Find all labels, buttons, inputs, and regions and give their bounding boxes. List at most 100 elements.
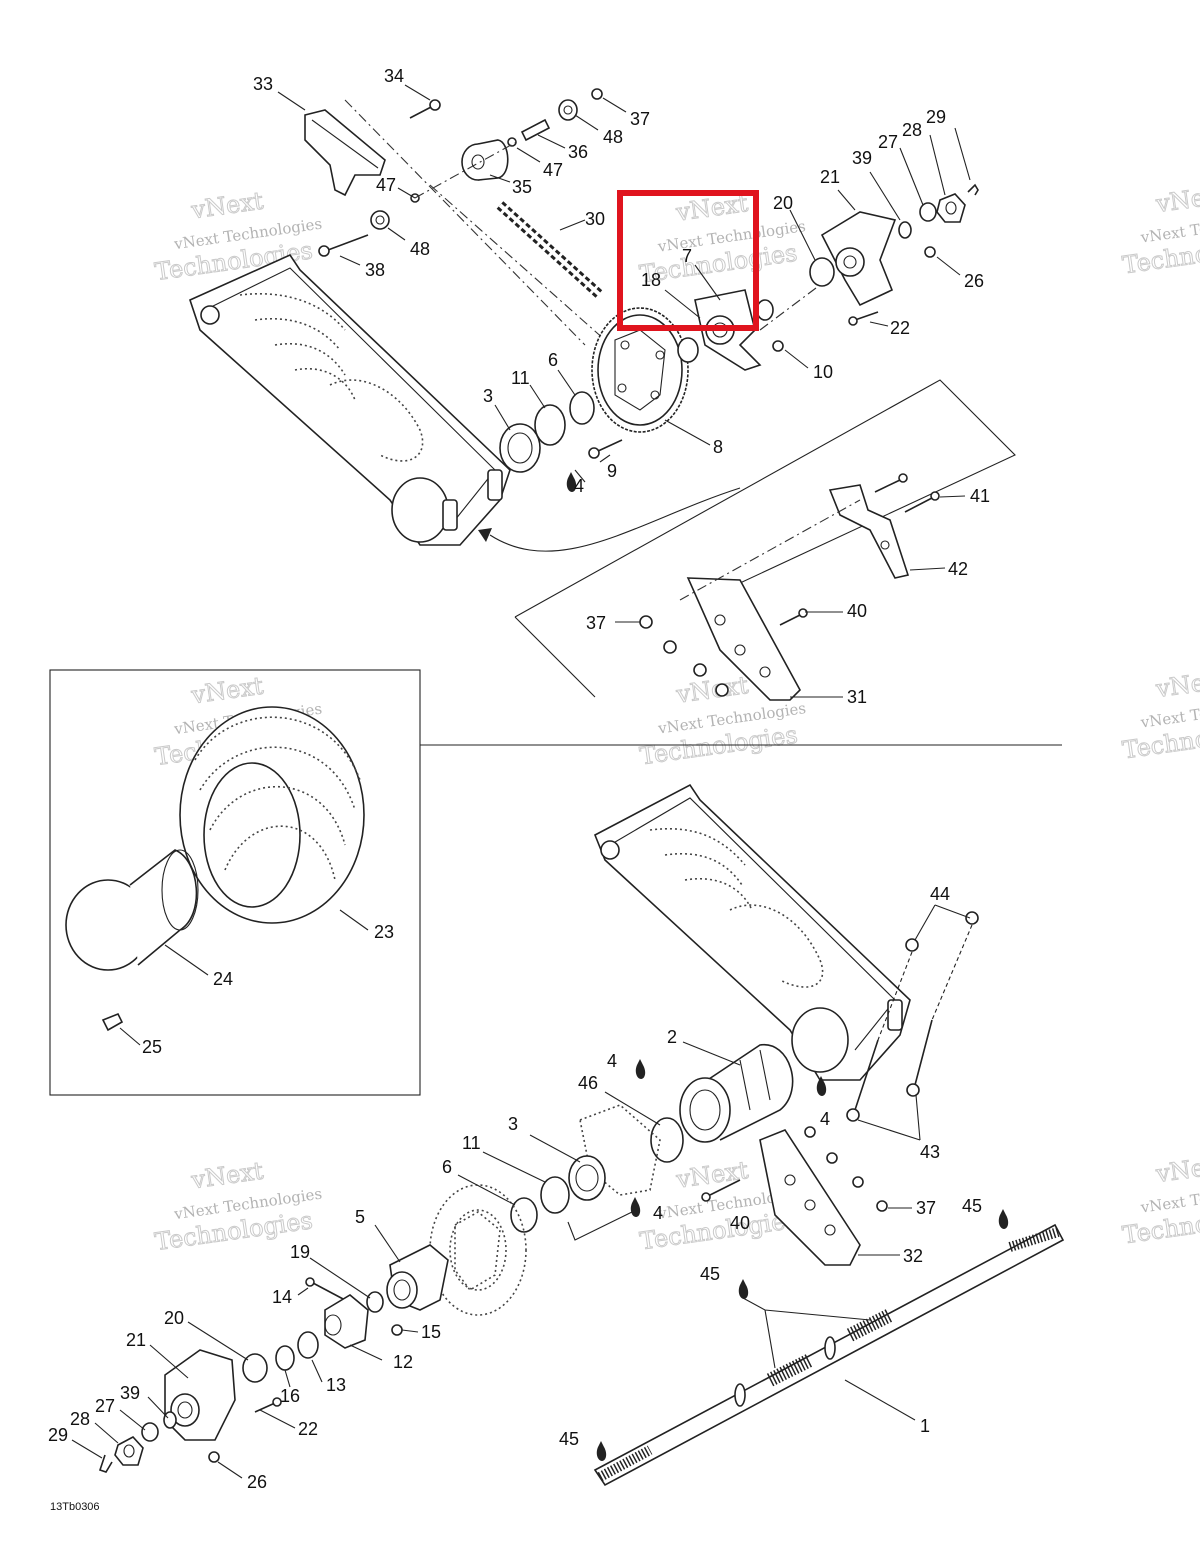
bolt-9 <box>588 439 623 459</box>
seal-11-top <box>534 404 566 446</box>
svg-text:vNext: vNext <box>1153 665 1200 703</box>
sleeve-36 <box>520 118 551 142</box>
washer-47-top <box>507 137 517 147</box>
callout-24: 24 <box>213 969 233 989</box>
svg-text:vNext: vNext <box>189 187 265 225</box>
swing-arm-top <box>189 253 511 546</box>
callout-3: 3 <box>483 386 493 406</box>
leader-bracket-4 <box>567 1211 633 1241</box>
cotter-pin-29-top <box>967 183 979 196</box>
callout-29: 29 <box>926 107 946 127</box>
watermark-3: vNext vNext Technologies Technologies <box>1120 180 1200 280</box>
svg-text:vNext: vNext <box>1153 180 1200 218</box>
callout-34: 34 <box>384 66 404 86</box>
callout-39: 39 <box>852 148 872 168</box>
callout-30: 30 <box>585 209 605 229</box>
svg-text:vNext: vNext <box>674 1156 750 1194</box>
callout-32: 32 <box>903 1246 923 1266</box>
callout-31: 31 <box>847 687 867 707</box>
callout-40: 40 <box>847 601 867 621</box>
bearing-3-bottom <box>568 1155 606 1201</box>
callout-4: 4 <box>607 1051 617 1071</box>
roller-35 <box>461 139 509 181</box>
o-ring-39-top <box>898 221 912 239</box>
wheel-hub-5 <box>386 1244 449 1311</box>
grease-drop-1 <box>635 1059 646 1079</box>
callout-11: 11 <box>462 1133 481 1153</box>
callout-1: 1 <box>920 1416 930 1436</box>
grease-drop-5 <box>738 1279 749 1299</box>
sprocket <box>591 307 689 433</box>
bolt-43-a <box>846 1039 879 1122</box>
bolt-41-a <box>874 473 908 493</box>
watermark-9: vNext vNext Technologies Technologies <box>1120 1150 1200 1250</box>
callout-21: 21 <box>820 167 840 187</box>
callout-10: 10 <box>813 362 833 382</box>
seal-6-bottom <box>510 1197 538 1233</box>
spacer-48-top <box>558 99 578 121</box>
nut-44-a <box>905 938 919 952</box>
callout-44: 44 <box>930 884 950 904</box>
callout-20: 20 <box>773 193 793 213</box>
nut-37-mid-1 <box>639 615 653 629</box>
grease-drop-2 <box>816 1076 827 1096</box>
callout-8: 8 <box>713 437 723 457</box>
grease-drop-top <box>566 472 577 492</box>
cotter-pin-29-bottom <box>98 1454 113 1473</box>
callout-33: 33 <box>253 74 273 94</box>
nut-28-top <box>936 193 966 223</box>
callout-4: 4 <box>820 1109 830 1129</box>
callout-27: 27 <box>95 1396 115 1416</box>
nut-37-mid-2 <box>663 640 677 654</box>
o-ring-19 <box>366 1291 384 1313</box>
callout-14: 14 <box>272 1287 292 1307</box>
bolt-43-b <box>906 1019 933 1097</box>
svg-text:vNext: vNext <box>189 1157 265 1195</box>
callout-6: 6 <box>548 350 558 370</box>
washer-20-top <box>809 257 835 287</box>
callout-5: 5 <box>355 1207 365 1227</box>
brake-disc <box>429 1184 527 1316</box>
svg-text:vNext: vNext <box>674 671 750 709</box>
bolt-40-top <box>779 608 808 626</box>
washer-27-bottom <box>141 1422 159 1442</box>
callout-40: 40 <box>730 1213 750 1233</box>
o-ring-46 <box>650 1117 684 1163</box>
o-ring-20-top <box>756 299 774 321</box>
callout-39: 39 <box>120 1383 140 1403</box>
callout-41: 41 <box>970 486 990 506</box>
axis-line-4 <box>759 284 821 331</box>
callout-9: 9 <box>607 461 617 481</box>
callout-37: 37 <box>916 1198 936 1218</box>
valve-stem <box>101 1012 124 1032</box>
drawing-code: 13Tb0306 <box>50 1501 100 1513</box>
callout-26: 26 <box>964 271 984 291</box>
nut-26-top <box>924 246 936 258</box>
callout-21: 21 <box>126 1330 146 1350</box>
swing-arm-bottom <box>593 783 911 1081</box>
nut-28-bottom <box>114 1436 144 1466</box>
wheel-inset-frame <box>49 669 421 1096</box>
callout-18: 18 <box>641 270 661 290</box>
inset-boundary-left <box>514 616 596 698</box>
tire <box>179 706 365 924</box>
bolt-41-b <box>904 491 940 513</box>
plate-32 <box>759 1129 861 1266</box>
bolt-38 <box>318 234 369 257</box>
bolt-14 <box>305 1277 346 1301</box>
nut-37-bottom-3 <box>852 1176 864 1188</box>
eccentric-bearing-housing <box>679 1044 794 1143</box>
spacer-48-left <box>370 210 390 230</box>
callout-labels: 33 34 37 48 36 47 35 47 48 38 30 7 18 20… <box>48 66 990 1492</box>
nut-37-bottom-4 <box>876 1200 888 1212</box>
callout-48: 48 <box>603 127 623 147</box>
callout-15: 15 <box>421 1322 441 1342</box>
svg-text:vNext: vNext <box>189 672 265 710</box>
callout-48: 48 <box>410 239 430 259</box>
callout-6: 6 <box>442 1157 452 1177</box>
callout-37: 37 <box>586 613 606 633</box>
callout-45: 45 <box>962 1196 982 1216</box>
callout-37: 37 <box>630 109 650 129</box>
